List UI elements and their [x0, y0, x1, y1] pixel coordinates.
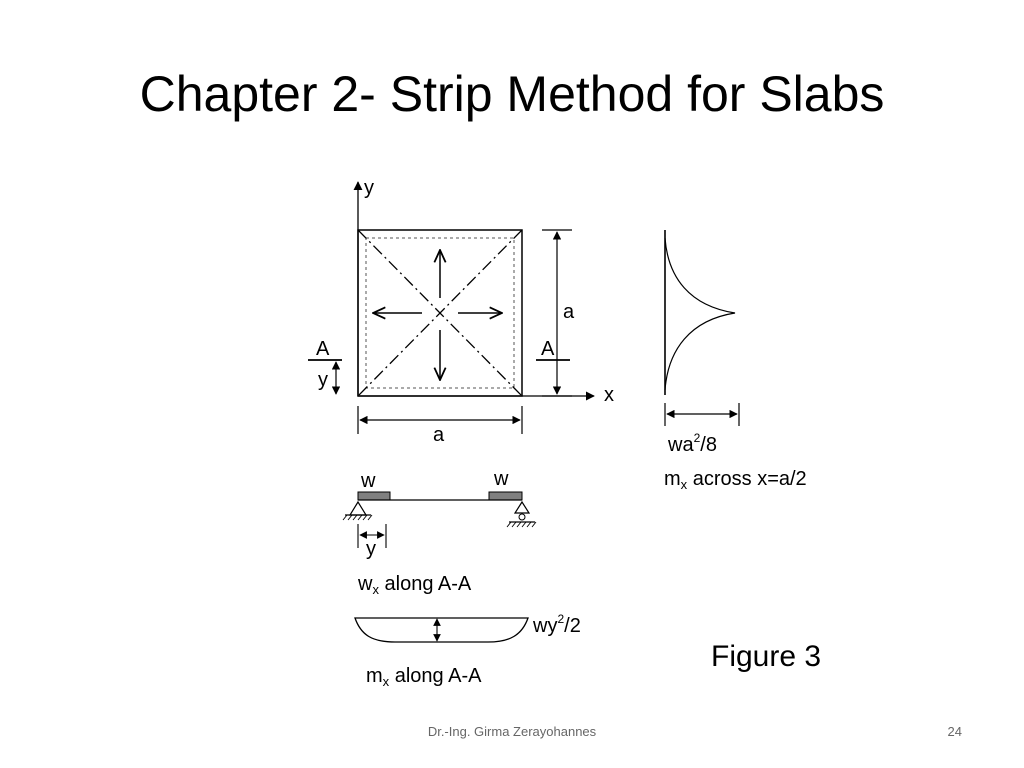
slide-title: Chapter 2- Strip Method for Slabs: [139, 66, 885, 122]
slab-outline: [357, 229, 523, 397]
dimension-a-side: a: [542, 229, 575, 397]
dimension-y-beam-label: y: [366, 538, 376, 560]
pin-support: [348, 500, 368, 516]
yield-line-diagonal-2: [357, 229, 523, 397]
mx-along-label: mx along A-A: [366, 665, 482, 689]
dimension-a-side-label: a: [563, 301, 575, 323]
section-right-label: A: [541, 338, 555, 360]
moment-diagram-across: wa2/8 mx across x=a/2: [664, 230, 807, 492]
edge-moment-label: wy2/2: [532, 612, 581, 637]
slab-inner-dashed: [365, 237, 515, 389]
page-number: 24: [947, 724, 962, 739]
wx-along-label: wx along A-A: [357, 573, 472, 597]
coordinate-axes: y x: [353, 177, 614, 406]
edge-moment-curve: [354, 617, 529, 643]
figure-caption: Figure 3: [711, 640, 821, 673]
slab-plan: [357, 229, 523, 397]
dimension-a-bottom: a: [357, 406, 523, 446]
footer-author: Dr.-Ing. Girma Zerayohannes: [427, 724, 597, 739]
section-marks: A A y: [308, 338, 570, 395]
moment-max-label: wa2/8: [667, 431, 717, 456]
load-block-left: [357, 491, 391, 501]
x-axis-label: x: [604, 384, 614, 406]
section-left-label: A: [316, 338, 330, 360]
moment-curve: [664, 237, 736, 391]
strip-beam: w w y wx along A-A: [342, 468, 537, 597]
dimension-y-left-label: y: [318, 369, 328, 391]
y-axis-label: y: [364, 177, 374, 199]
load-w-left-label: w: [360, 470, 376, 492]
mx-across-label: mx across x=a/2: [664, 468, 807, 492]
moment-diagram-along: wy2/2 mx along A-A: [354, 612, 581, 689]
dimension-a-bottom-label: a: [433, 424, 445, 446]
load-block-right: [488, 491, 523, 501]
roller-support: [513, 500, 531, 514]
load-w-right-label: w: [493, 468, 509, 490]
